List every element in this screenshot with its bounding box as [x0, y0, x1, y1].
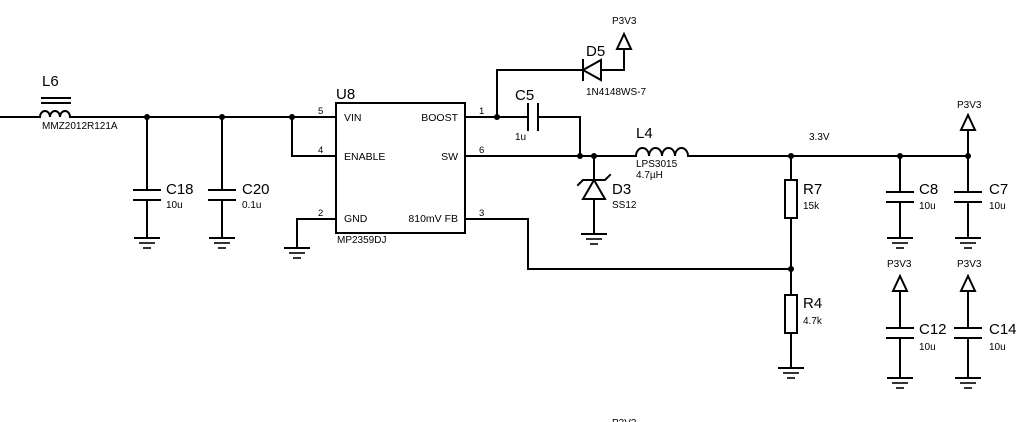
ref-designator: D5 [586, 43, 605, 60]
ic-u8[interactable]: U8 MP2359DJ VIN ENABLE GND BOOST SW 810m… [318, 86, 484, 246]
power-port-label: P3V3 [887, 259, 912, 270]
ref-designator: D3 [612, 181, 631, 198]
ground-symbol [955, 237, 981, 249]
ground-symbol [284, 247, 310, 259]
ref-designator: R7 [803, 181, 822, 198]
junction-dot [289, 114, 295, 120]
part-value: 1u [515, 132, 526, 143]
power-port-label-cropped: P3V3 [612, 418, 637, 422]
power-port-label: P3V3 [957, 259, 982, 270]
inductor-l6[interactable]: L6 MMZ2012R121A [38, 73, 118, 132]
part-value: 4.7µH [636, 170, 663, 181]
boost-sw-wires [464, 48, 637, 181]
ref-designator: R4 [803, 295, 822, 312]
part-value: 15k [803, 201, 820, 212]
ground-symbol [778, 367, 804, 379]
pin-number: 6 [479, 145, 484, 156]
capacitor-c20[interactable]: C20 0.1u [208, 116, 270, 237]
capacitor-c18[interactable]: C18 10u [133, 116, 194, 237]
pin-number: 4 [318, 145, 323, 156]
part-value: 10u [919, 201, 936, 212]
inductor-l4[interactable]: L4 LPS3015 4.7µH [634, 125, 690, 181]
ref-designator: C14 [989, 321, 1017, 338]
junction-dot [494, 114, 500, 120]
feedback-wire [464, 218, 792, 270]
pin-name-gnd: GND [344, 213, 368, 225]
pin-number: 5 [318, 106, 323, 117]
ref-designator: C18 [166, 181, 194, 198]
ref-designator: C5 [515, 87, 534, 104]
ref-designator: L6 [42, 73, 59, 90]
ground-symbol [955, 377, 981, 389]
capacitor-c12[interactable]: C12 10u [886, 290, 947, 377]
ground-symbol [581, 233, 607, 245]
ref-designator: U8 [336, 86, 355, 103]
part-value: SS12 [612, 200, 637, 211]
ref-designator: C12 [919, 321, 947, 338]
power-port-p3v3: P3V3 [887, 259, 912, 292]
pin-name-boost: BOOST [421, 112, 458, 124]
ref-designator: L4 [636, 125, 653, 142]
pin-number: 1 [479, 106, 484, 117]
capacitor-c7[interactable]: C7 10u [954, 155, 1008, 237]
net-label-3v3: 3.3V [809, 132, 830, 143]
pin-name-vin: VIN [344, 112, 362, 124]
diode-d5[interactable]: D5 1N4148WS-7 [580, 43, 646, 98]
pin-number: 2 [318, 208, 323, 219]
ref-designator: C8 [919, 181, 938, 198]
part-value: 1N4148WS-7 [586, 87, 646, 98]
part-value: 10u [166, 200, 183, 211]
junction-dot [788, 266, 794, 272]
ground-symbol [209, 237, 235, 249]
part-value: 10u [989, 201, 1006, 212]
junction-dot [577, 153, 583, 159]
ground-symbol [887, 237, 913, 249]
resistor-r4[interactable]: R4 4.7k [784, 294, 823, 367]
ground-symbol [134, 237, 160, 249]
power-port-p3v3: P3V3 [957, 259, 982, 292]
pin-name-enable: ENABLE [344, 151, 385, 163]
u8-gnd-wire [296, 218, 337, 247]
part-number: MP2359DJ [337, 235, 386, 246]
ref-designator: C20 [242, 181, 270, 198]
part-value: 10u [989, 342, 1006, 353]
ground-symbol [887, 377, 913, 389]
pin-name-sw: SW [441, 151, 458, 163]
capacitor-c5[interactable]: C5 1u [515, 87, 539, 143]
part-value: 0.1u [242, 200, 261, 211]
junction-dot [591, 153, 597, 159]
diode-d3[interactable]: D3 SS12 [576, 173, 637, 233]
capacitor-c8[interactable]: C8 10u [886, 155, 938, 237]
power-port-label: P3V3 [612, 16, 637, 27]
power-port-p3v3: P3V3 [957, 100, 982, 131]
output-rail-wires [687, 129, 969, 157]
pin-name-fb: 810mV FB [408, 213, 458, 225]
ref-designator: C7 [989, 181, 1008, 198]
capacitor-c14[interactable]: C14 10u [954, 290, 1017, 377]
part-value: 4.7k [803, 316, 823, 327]
resistor-r7[interactable]: R7 15k [784, 155, 822, 296]
pin-number: 3 [479, 208, 484, 219]
power-port-p3v3: P3V3 [612, 16, 637, 50]
part-value: 10u [919, 342, 936, 353]
power-port-label: P3V3 [957, 100, 982, 111]
part-value: MMZ2012R121A [42, 121, 118, 132]
part-number: LPS3015 [636, 159, 678, 170]
